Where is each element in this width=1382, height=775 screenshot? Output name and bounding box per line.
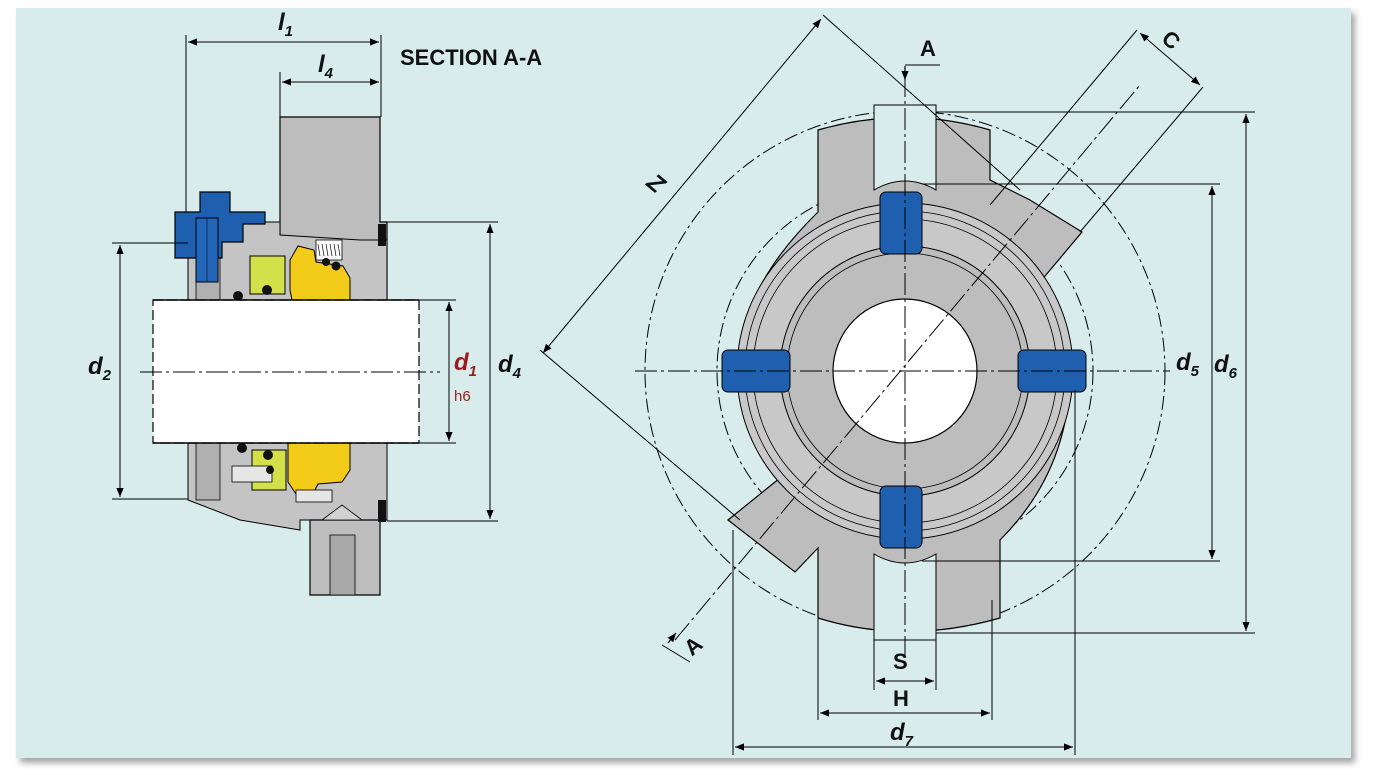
label-a-top: A xyxy=(920,36,936,61)
label-z: Z xyxy=(641,168,671,200)
label-d4: d4 xyxy=(498,351,522,382)
label-d6: d6 xyxy=(1214,351,1238,382)
label-d1-tolerance: h6 xyxy=(454,388,471,405)
section-view xyxy=(112,35,498,596)
label-d2: d2 xyxy=(88,353,112,384)
label-d5: d5 xyxy=(1176,349,1200,380)
label-d7: d7 xyxy=(890,719,914,750)
label-h: H xyxy=(893,686,909,711)
label-l4: l4 xyxy=(318,51,334,82)
label-d1: d1 xyxy=(454,349,477,380)
seal-face-yellow-upper xyxy=(289,245,351,301)
label-a-bottom: A xyxy=(679,631,707,660)
label-s: S xyxy=(893,649,908,674)
label-l1: l1 xyxy=(278,9,293,40)
o-rings xyxy=(233,258,341,474)
label-c: C xyxy=(1157,25,1185,54)
spring-upper xyxy=(315,239,343,261)
clamp-blocks-blue xyxy=(721,191,1087,549)
front-view xyxy=(539,14,1255,755)
section-title: SECTION A-A xyxy=(400,45,542,70)
seal-face-yellow-lower xyxy=(287,442,351,495)
